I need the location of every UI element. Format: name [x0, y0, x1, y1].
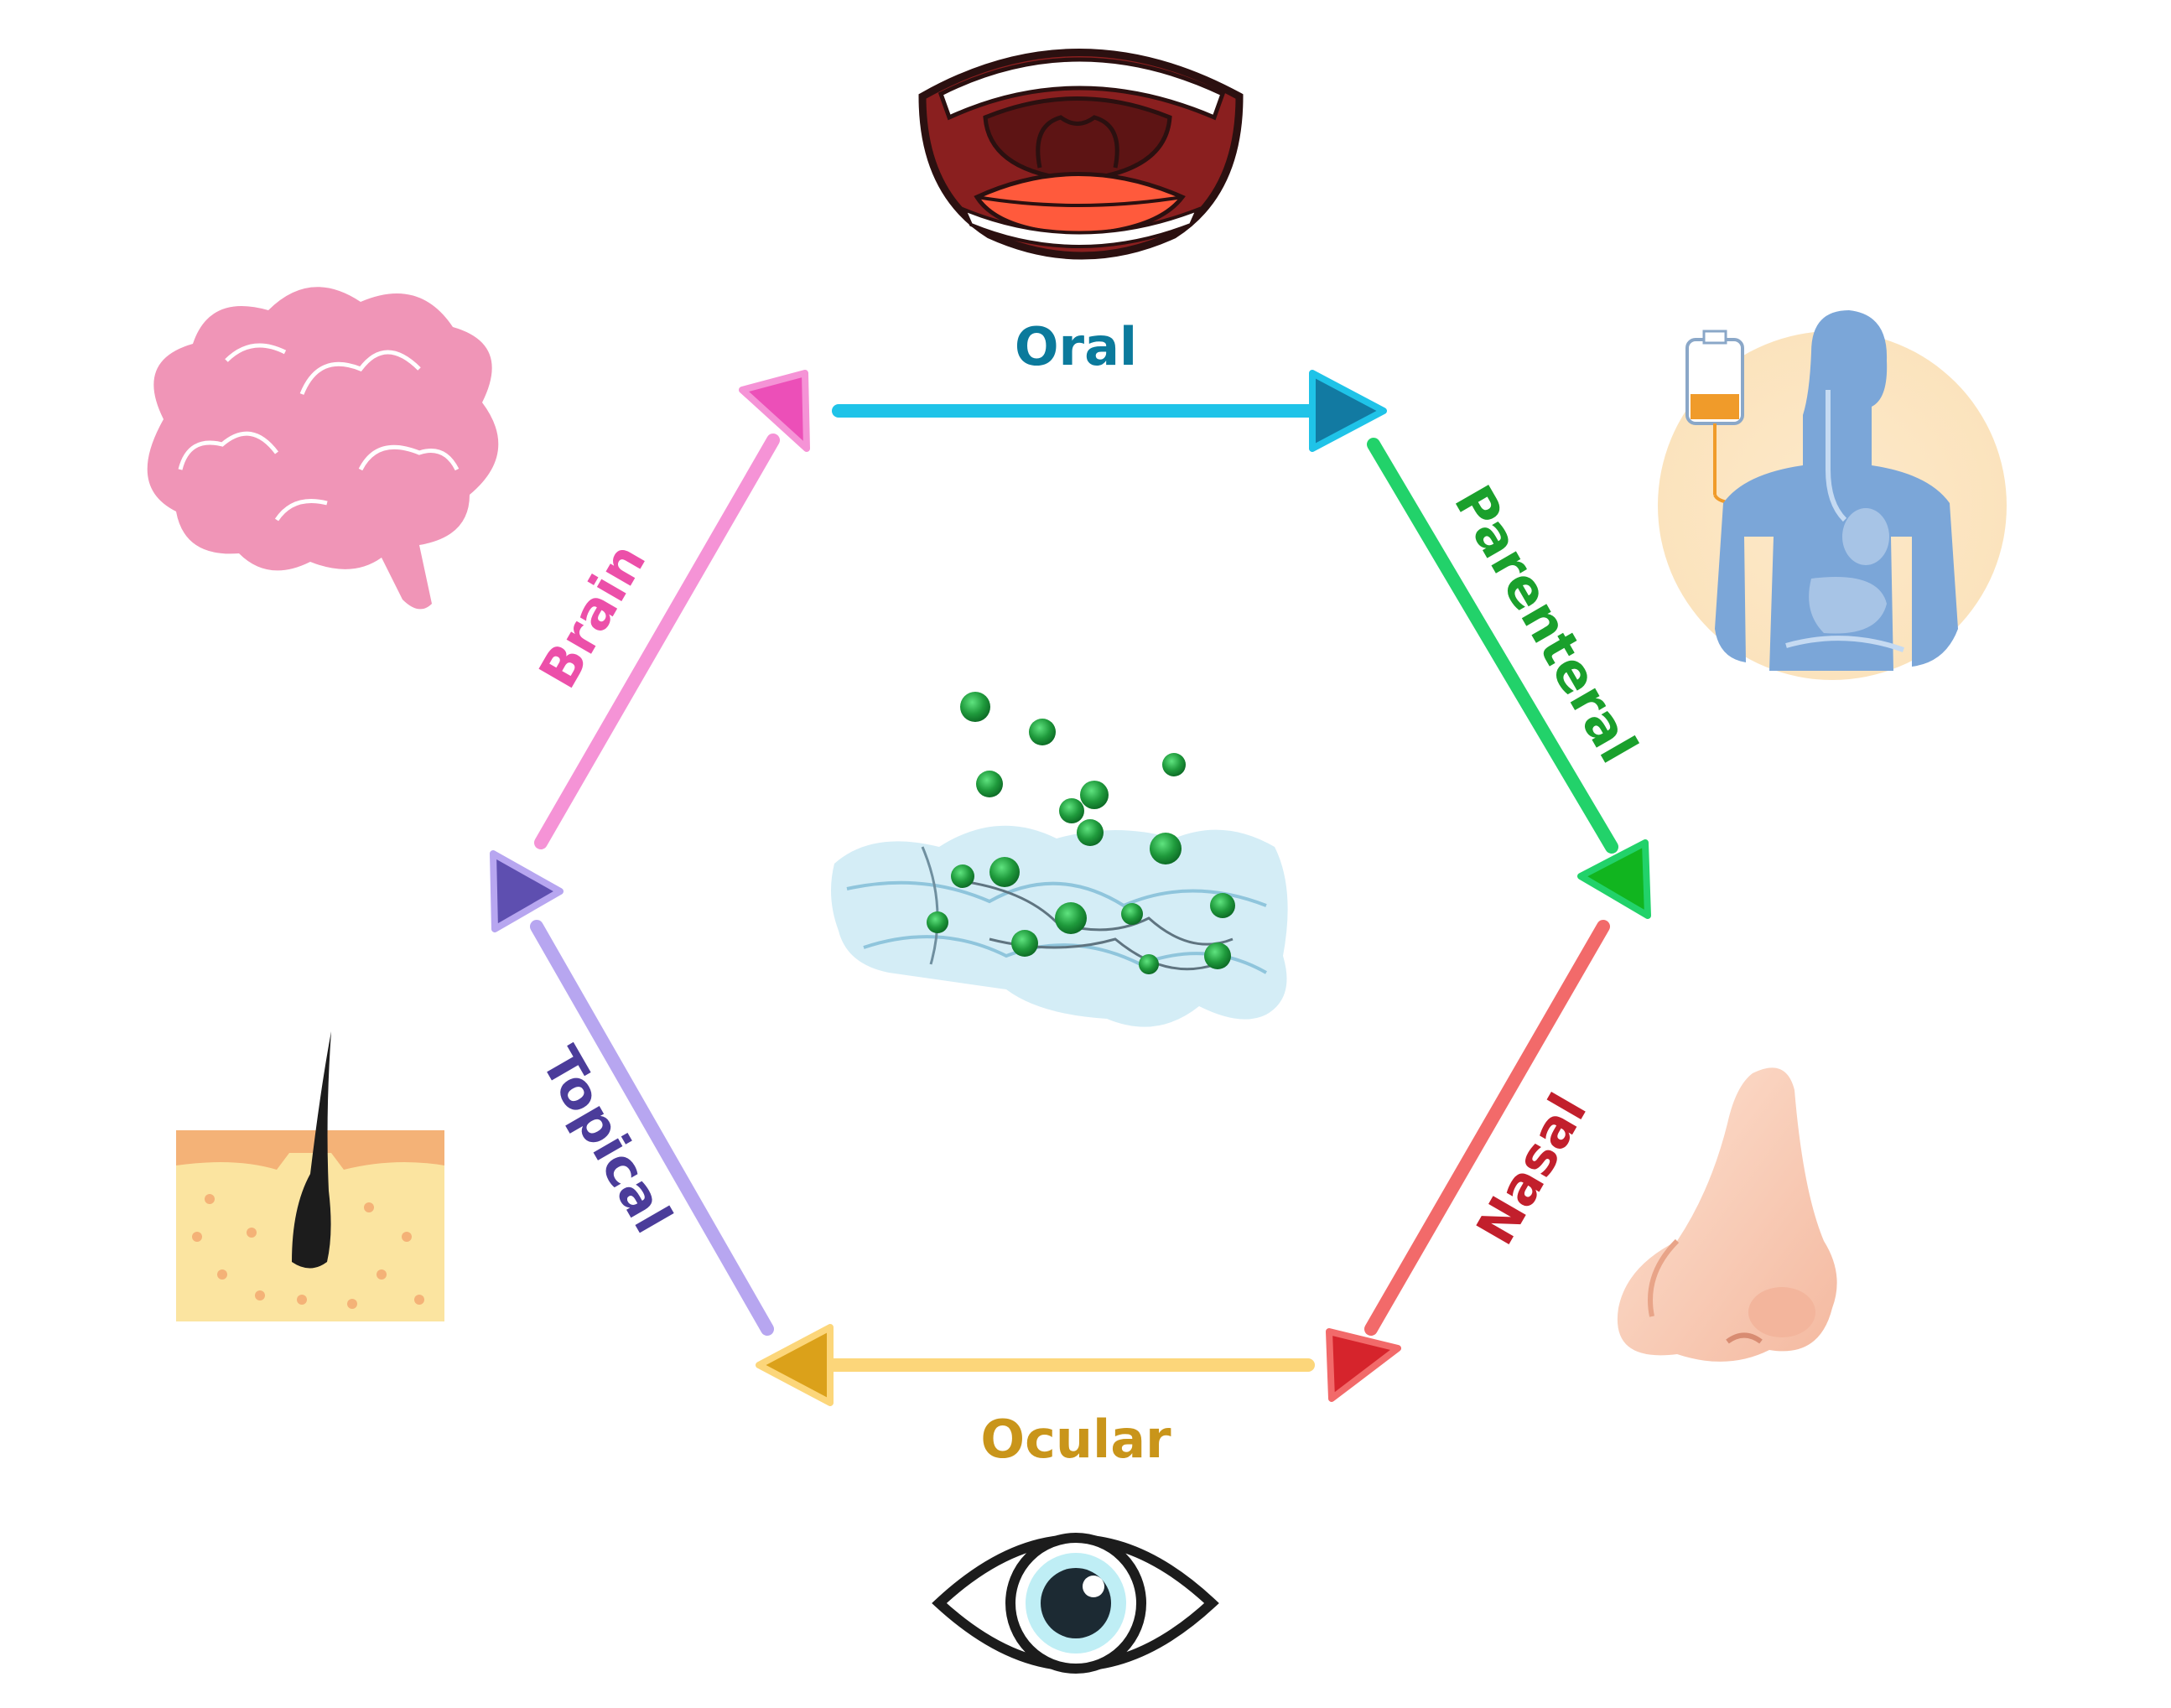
oral-route-arrow	[832, 370, 1387, 452]
parenteral-route-arrow	[1367, 438, 1651, 919]
nasal-route-arrow	[1326, 920, 1610, 1402]
route-label-nasal: Nasal	[1464, 1083, 1598, 1254]
skin-hair-icon	[176, 1031, 444, 1321]
brain-route-arrow	[534, 370, 810, 849]
route-label-ocular: Ocular	[980, 1409, 1171, 1470]
hydrogel-nanoparticles-icon	[831, 692, 1288, 1027]
brain-icon	[147, 287, 499, 610]
iv-body-icon	[1658, 310, 2007, 680]
eye-icon	[932, 1533, 1219, 1674]
route-label-oral: Oral	[1015, 316, 1137, 377]
mouth-icon	[918, 49, 1244, 260]
ocular-route-arrow	[756, 1324, 1315, 1406]
nose-icon	[1617, 1067, 1837, 1362]
topical-route-arrow	[490, 850, 774, 1336]
